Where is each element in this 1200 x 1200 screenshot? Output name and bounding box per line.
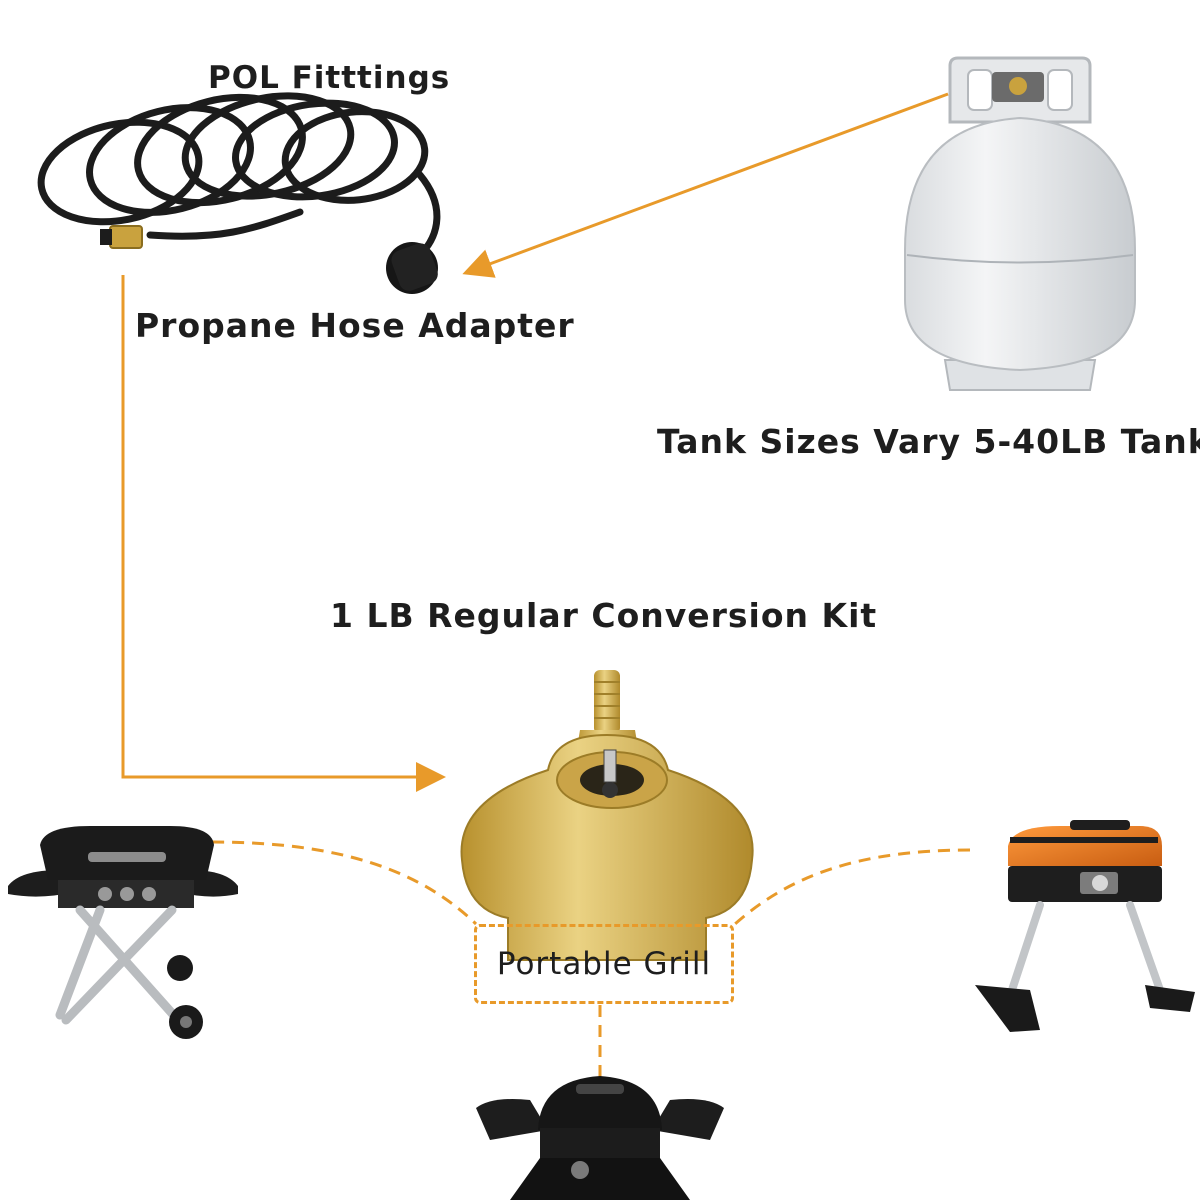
left-grill-link (211, 840, 478, 926)
hose-to-kit-arrow (121, 275, 446, 792)
brass-regulator-icon (460, 670, 754, 961)
right-grill-link (734, 848, 971, 926)
tank-to-hose-arrow (462, 92, 949, 278)
portable-grill-label: Portable Grill (474, 924, 734, 1004)
propane-hose-adapter-label: Propane Hose Adapter (135, 306, 575, 345)
compact-grill-icon (975, 820, 1195, 1032)
pol-fittings-label: POL Fitttings (208, 60, 451, 96)
conversion-kit-label: 1 LB Regular Conversion Kit (330, 596, 878, 635)
propane-hose-icon (37, 92, 441, 294)
rolling-grill-icon (8, 826, 238, 1039)
connector-arrows (121, 92, 949, 792)
tabletop-grill-icon (476, 1076, 724, 1200)
propane-tank-icon (904, 56, 1136, 391)
tank-sizes-label: Tank Sizes Vary 5-40LB Tank (657, 422, 1200, 461)
grill-dashed-links (211, 840, 971, 1085)
